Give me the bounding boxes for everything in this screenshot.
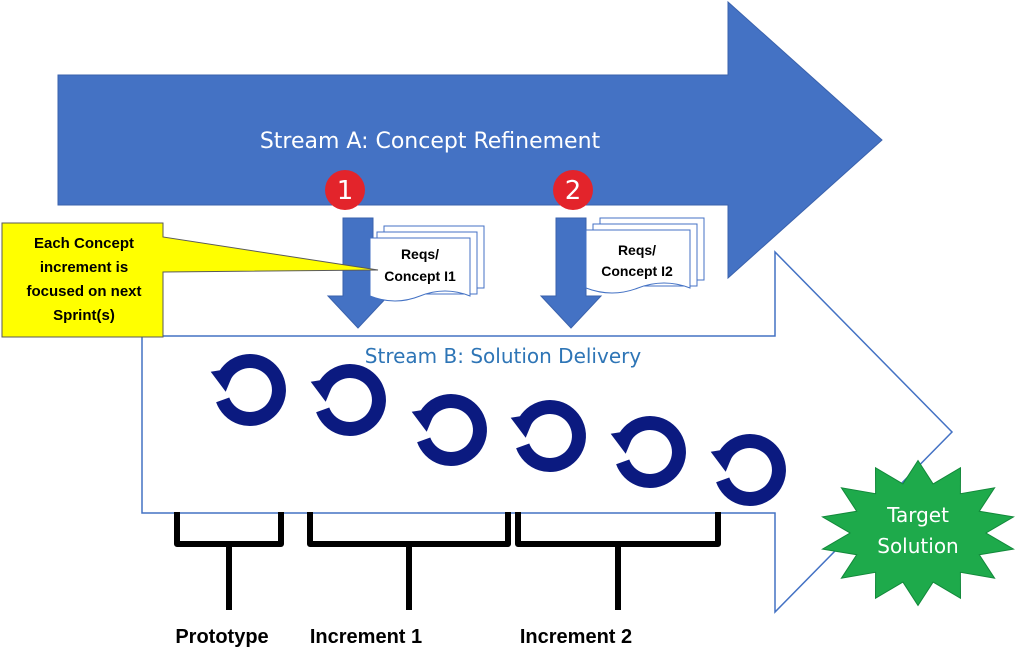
brace-increment-2 — [515, 512, 721, 610]
cycle-arrow-icon — [710, 434, 786, 506]
document-line2: Concept I2 — [601, 263, 673, 279]
cycle-arrow-icon — [210, 354, 286, 426]
stream-b-arrow — [141, 250, 954, 614]
phase-label-increment-2: Increment 2 — [520, 626, 632, 648]
callout-line-3: focused on next — [26, 283, 141, 300]
cycle-arrow-icon — [411, 394, 487, 466]
stream-a-arrow — [57, 0, 883, 280]
cycle-arrow-icon — [610, 416, 686, 488]
cycle-arrow-icon — [310, 364, 386, 436]
phase-label-increment-1: Increment 1 — [310, 626, 422, 648]
brace-increment-1 — [307, 512, 511, 610]
callout-line-4: Sprint(s) — [53, 307, 115, 324]
milestone-badge-1: 1 — [325, 170, 365, 210]
document-line1: Reqs/ — [401, 246, 439, 262]
stream-b-label: Stream B: Solution Delivery — [365, 344, 642, 368]
callout-box — [1, 222, 379, 338]
milestone-number: 1 — [337, 176, 354, 206]
phase-label-prototype: Prototype — [175, 626, 268, 648]
document-line1: Reqs/ — [618, 242, 656, 258]
target-line-1: Target — [886, 503, 949, 527]
document-line2: Concept I1 — [384, 268, 456, 284]
callout-line-1: Each Concept — [34, 235, 134, 252]
target-line-2: Solution — [877, 534, 958, 558]
brace-prototype — [174, 512, 284, 610]
stream-a-label: Stream A: Concept Refinement — [260, 129, 601, 154]
target-starburst — [821, 459, 1015, 607]
milestone-number: 2 — [565, 176, 582, 206]
document-stack-1: Reqs/ Concept I1 — [369, 225, 485, 302]
milestone-badge-2: 2 — [553, 170, 593, 210]
document-stack-2: Reqs/ Concept I2 — [585, 217, 705, 294]
sprint-cycles — [210, 354, 786, 506]
callout-line-2: increment is — [40, 259, 128, 276]
cycle-arrow-icon — [510, 400, 586, 472]
